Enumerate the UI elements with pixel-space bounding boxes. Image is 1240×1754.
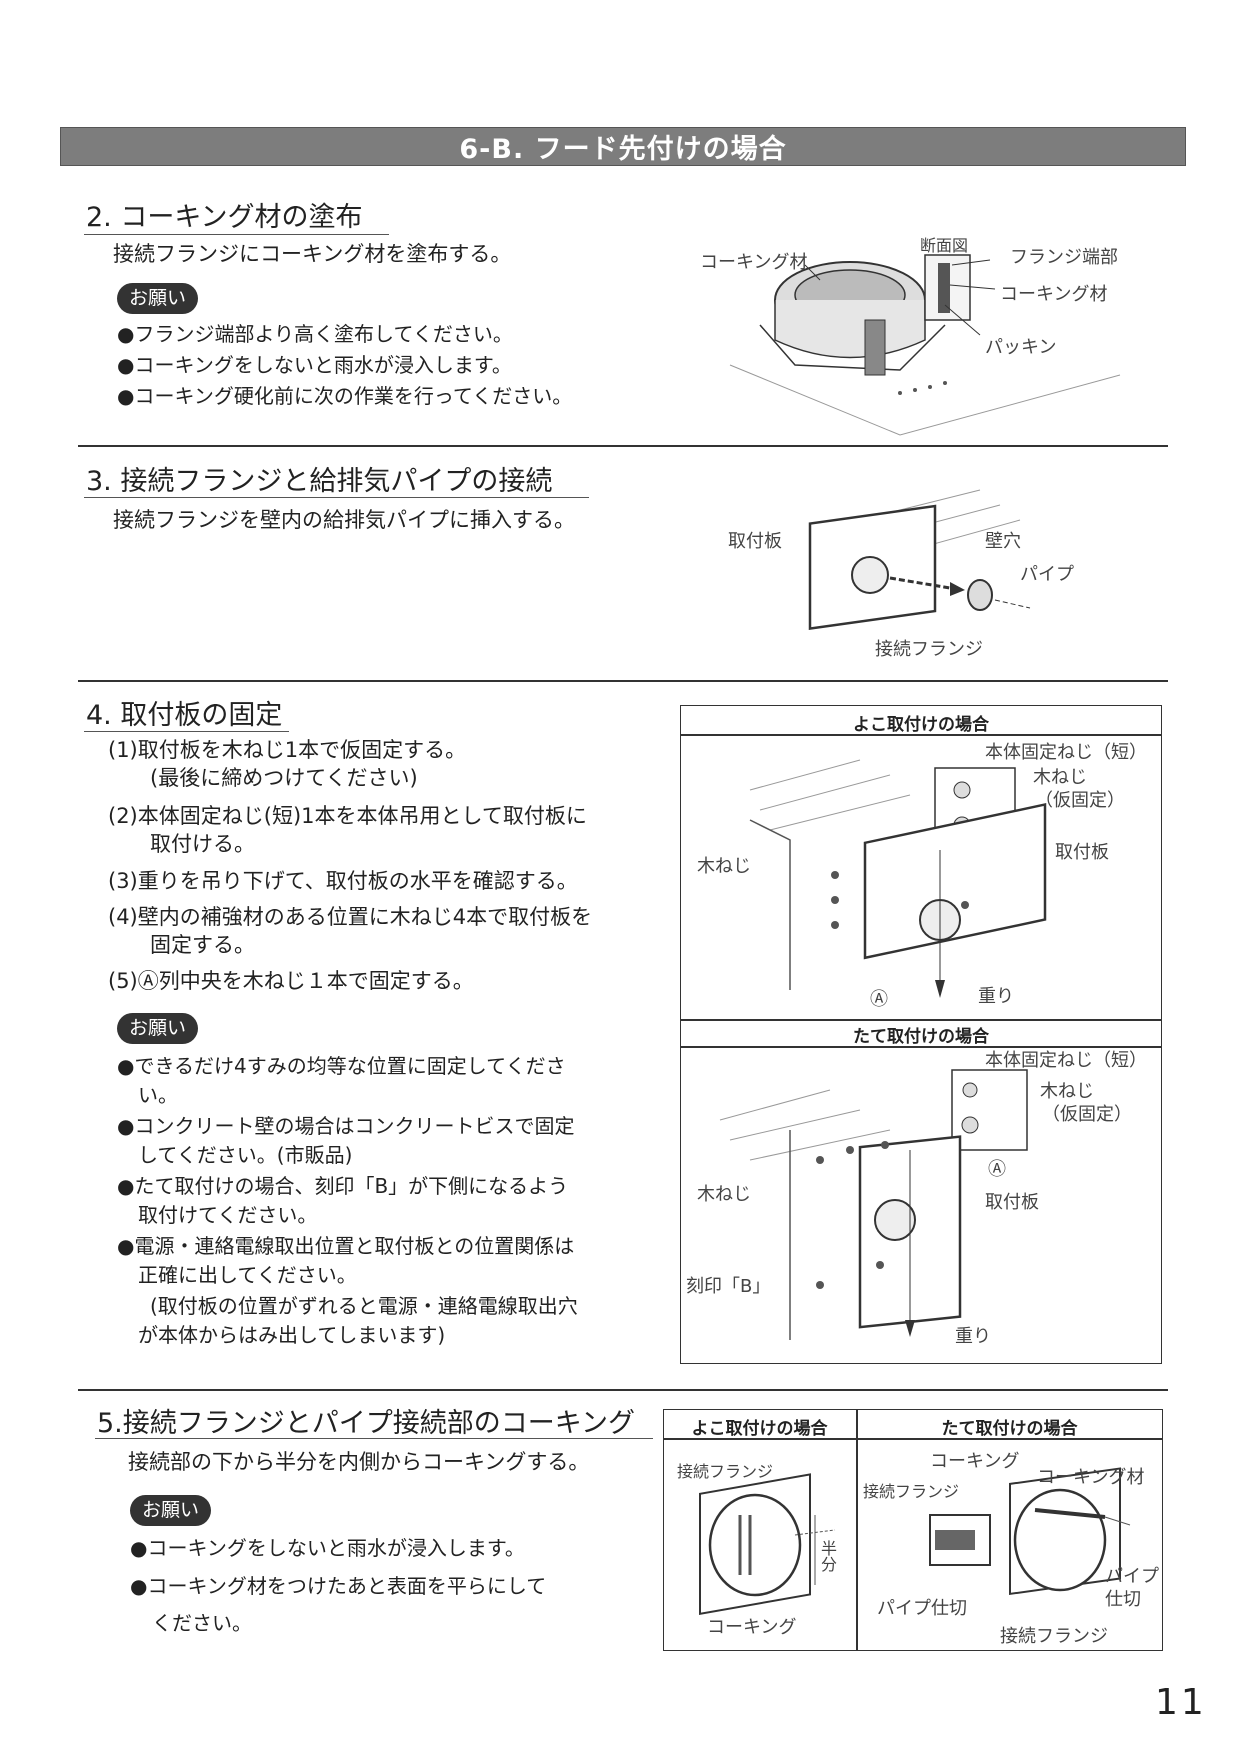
fig-label-flange-end: フランジ端部 bbox=[1010, 247, 1118, 268]
table-header-horizontal: よこ取付けの場合 bbox=[691, 1419, 828, 1439]
section-divider bbox=[78, 680, 1168, 682]
fig-label-caulk-2: コーキング材 bbox=[1000, 284, 1108, 305]
vertical-caulk-illustration bbox=[929, 1467, 1131, 1596]
section-4-underline bbox=[84, 731, 289, 732]
fig-v-wood-screw-left: 木ねじ bbox=[697, 1184, 751, 1205]
s4-note-2-cont: してください。(市販品) bbox=[138, 1143, 353, 1167]
box-divider bbox=[680, 734, 1162, 736]
box-divider bbox=[680, 1019, 1162, 1021]
s4-step-3: (3)重りを吊り下げて、取付板の水平を確認する。 bbox=[108, 869, 578, 893]
s4-note-2: ●コンクリート壁の場合はコンクリートビスで固定 bbox=[117, 1114, 575, 1138]
section-2-underline bbox=[84, 234, 389, 235]
s4-step-1-note: (最後に締めつけてください) bbox=[150, 766, 418, 790]
horizontal-mount-header: よこ取付けの場合 bbox=[853, 715, 989, 735]
section-3-title: 3. 接続フランジと給排気パイプの接続 bbox=[86, 466, 553, 497]
s4-step-1: (1)取付板を木ねじ1本で仮固定する。 bbox=[108, 738, 467, 762]
tbl-l-half: 半分 bbox=[818, 1540, 837, 1572]
fig-label-packing: パッキン bbox=[985, 337, 1057, 358]
fig-label-plate: 取付板 bbox=[728, 531, 782, 552]
s5-bullet-2: ●コーキング材をつけたあと表面を平らにして bbox=[130, 1574, 547, 1598]
tbl-l-flange: 接続フランジ bbox=[677, 1462, 774, 1481]
horizontal-caulk-illustration bbox=[699, 1473, 836, 1616]
caulking-table bbox=[663, 1409, 1163, 1651]
tbl-r-flange: 接続フランジ bbox=[863, 1482, 960, 1501]
fig-v-weight: 重り bbox=[955, 1326, 991, 1347]
section-divider bbox=[78, 445, 1168, 447]
section-2-body: 接続フランジにコーキング材を塗布する。 bbox=[113, 242, 512, 266]
request-badge: お願い bbox=[117, 1013, 199, 1044]
tbl-r-caulk-mat: コーキング材 bbox=[1037, 1467, 1145, 1488]
s4-note-4-cont: 正確に出してください。 bbox=[138, 1263, 357, 1287]
s2-bullet-2: ●コーキングをしないと雨水が浸入します。 bbox=[117, 353, 512, 377]
section-5-body: 接続部の下から半分を内側からコーキングする。 bbox=[128, 1450, 590, 1474]
fig-h-weight: 重り bbox=[978, 986, 1014, 1007]
fig-v-stamp: 刻印「B」 bbox=[686, 1276, 771, 1297]
horizontal-mount-illustration bbox=[749, 759, 1047, 998]
fig-h-temp: （仮固定） bbox=[1035, 790, 1125, 811]
s4-note-5: (取付板の位置がずれると電源・連絡電線取出穴 bbox=[150, 1294, 578, 1318]
fig-label-hole: 壁穴 bbox=[985, 531, 1021, 552]
fig-label-pipe: パイプ bbox=[1020, 564, 1074, 585]
tbl-r-pipe-cut: パイプ仕切 bbox=[877, 1598, 967, 1619]
section-5-title: 5.接続フランジとパイプ接続部のコーキング bbox=[97, 1408, 635, 1439]
section-2-title: 2. コーキング材の塗布 bbox=[86, 202, 363, 233]
fig-h-wood-screw: 木ねじ bbox=[1033, 767, 1087, 788]
table-column-divider bbox=[856, 1409, 858, 1651]
fig-label-flange: 接続フランジ bbox=[875, 639, 983, 660]
section-4-title: 4. 取付板の固定 bbox=[86, 700, 283, 731]
tbl-r-caulk: コーキング bbox=[930, 1451, 1020, 1472]
section-divider bbox=[78, 1389, 1168, 1391]
fig-v-a-mark: Ⓐ bbox=[988, 1159, 1006, 1180]
tbl-r-flange-2: 接続フランジ bbox=[1000, 1626, 1108, 1647]
s5-bullet-2-cont: ください。 bbox=[152, 1611, 252, 1635]
fig-h-body-screw: 本体固定ねじ（短） bbox=[985, 742, 1147, 763]
section-3-body: 接続フランジを壁内の給排気パイプに挿入する。 bbox=[113, 508, 575, 532]
s4-step-5: (5)Ⓐ列中央を木ねじ１本で固定する。 bbox=[108, 969, 474, 993]
flange-pipe-illustration bbox=[808, 489, 1031, 631]
s2-bullet-3: ●コーキング硬化前に次の作業を行ってください。 bbox=[117, 384, 573, 408]
s4-note-4: ●電源・連絡電線取出位置と取付板との位置関係は bbox=[117, 1234, 575, 1258]
section-banner: 6-B. フード先付けの場合 bbox=[60, 127, 1186, 166]
vertical-mount-illustration bbox=[719, 1069, 1028, 1340]
s4-note-3: ●たて取付けの場合、刻印「B」が下側になるよう bbox=[117, 1174, 569, 1198]
section-5-underline bbox=[95, 1438, 653, 1439]
s4-note-3-cont: 取付けてください。 bbox=[138, 1203, 318, 1227]
s4-step-2: (2)本体固定ねじ(短)1本を本体吊用として取付板に bbox=[108, 804, 587, 828]
s4-step-4-cont: 固定する。 bbox=[150, 933, 255, 957]
table-header-divider bbox=[663, 1438, 1163, 1440]
fig-h-wood-screw-left: 木ねじ bbox=[697, 856, 751, 877]
tbl-l-caulk: コーキング bbox=[707, 1617, 797, 1638]
fig-v-temp: （仮固定） bbox=[1042, 1104, 1132, 1125]
vertical-mount-header: たて取付けの場合 bbox=[853, 1027, 989, 1047]
caulking-illustration bbox=[729, 254, 1121, 436]
box-divider bbox=[680, 1046, 1162, 1048]
request-badge: お願い bbox=[117, 283, 199, 314]
s4-note-5-cont: が本体からはみ出してしまいます) bbox=[138, 1323, 446, 1347]
table-header-vertical: たて取付けの場合 bbox=[941, 1419, 1078, 1439]
s4-note-1-cont: い。 bbox=[138, 1083, 178, 1107]
page-number: 11 bbox=[1155, 1682, 1207, 1723]
fig-v-plate: 取付板 bbox=[985, 1192, 1039, 1213]
s4-note-1: ●できるだけ4すみの均等な位置に固定してくださ bbox=[117, 1054, 566, 1078]
s5-bullet-1: ●コーキングをしないと雨水が浸入します。 bbox=[130, 1536, 525, 1560]
fig-h-a-mark: Ⓐ bbox=[870, 989, 888, 1010]
fig-label-section: 断面図 bbox=[920, 236, 969, 255]
fig-label-caulk: コーキング材 bbox=[700, 252, 808, 273]
tbl-r-cut: 仕切 bbox=[1105, 1589, 1141, 1610]
request-badge: お願い bbox=[130, 1495, 212, 1526]
fig-v-wood-screw: 木ねじ bbox=[1040, 1081, 1094, 1102]
mounting-figure-box bbox=[680, 705, 1162, 1364]
fig-v-body-screw: 本体固定ねじ（短） bbox=[985, 1050, 1147, 1071]
fig-h-plate: 取付板 bbox=[1055, 842, 1109, 863]
s2-bullet-1: ●フランジ端部より高く塗布してください。 bbox=[117, 322, 513, 346]
tbl-r-pipe: パイプ bbox=[1105, 1566, 1159, 1587]
s4-step-4: (4)壁内の補強材のある位置に木ねじ4本で取付板を bbox=[108, 905, 593, 929]
section-3-underline bbox=[84, 497, 589, 498]
s4-step-2-cont: 取付ける。 bbox=[150, 832, 255, 856]
